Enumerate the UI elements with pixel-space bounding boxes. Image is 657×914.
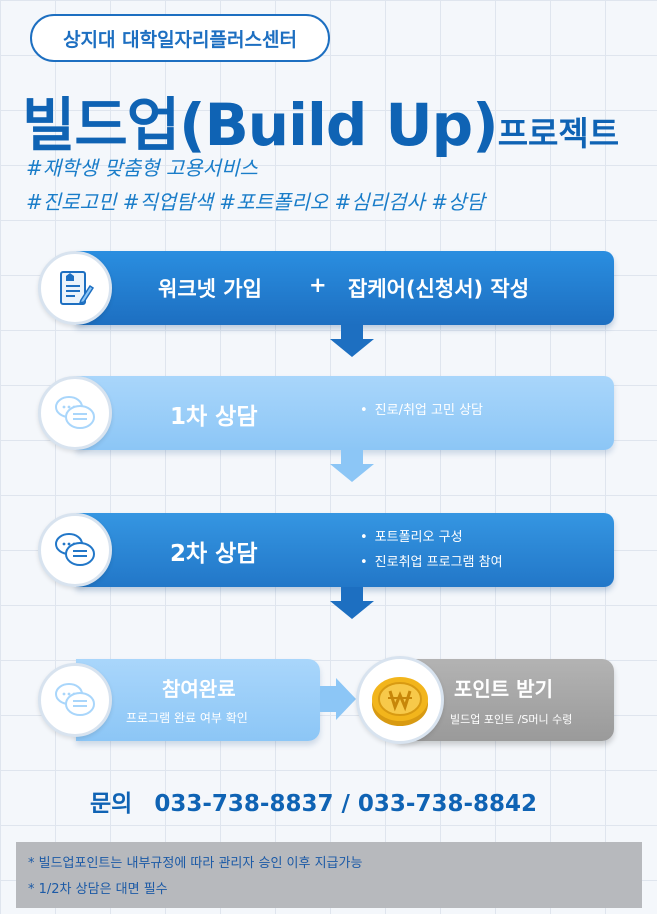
flow-arrow-2 [330, 464, 374, 482]
flow-arrow-1-stem [341, 325, 363, 339]
title-suffix: 프로젝트 [497, 114, 620, 153]
flow-arrow-right [336, 678, 356, 720]
chat-bubbles-icon [38, 513, 112, 587]
complete-title: 참여완료 [162, 677, 236, 701]
flow-arrow-2-stem [341, 450, 363, 464]
flow-arrow-right-stem [320, 686, 336, 712]
second-bullet-1: 포트폴리오 구성 [360, 526, 463, 545]
signup-plus: + [309, 273, 327, 297]
chat-bubbles-icon [38, 376, 112, 450]
second-bullet-2: 진로취업 프로그램 참여 [360, 551, 503, 570]
signup-part1: 워크넷 가입 [158, 277, 262, 301]
signup-part2: 잡케어(신청서) 작성 [348, 277, 530, 301]
note-1: * 빌드업포인트는 내부규정에 따라 관리자 승인 이후 지급가능 [28, 856, 363, 871]
title-main: 빌드업(Build Up) [22, 91, 499, 159]
first-title: 1차 상담 [170, 404, 258, 430]
step-complete-banner: 참여완료 프로그램 완료 여부 확인 [76, 659, 320, 741]
coin-icon [356, 656, 444, 744]
flow-arrow-3-stem [341, 587, 363, 601]
contact-numbers: 033-738-8837 / 033-738-8842 [154, 791, 538, 817]
step-second-banner: 2차 상담 포트폴리오 구성 진로취업 프로그램 참여 [76, 513, 614, 587]
contact-label: 문의 [90, 791, 133, 817]
footer-notes: * 빌드업포인트는 내부규정에 따라 관리자 승인 이후 지급가능 * 1/2차… [16, 842, 642, 908]
note-2: * 1/2차 상담은 대면 필수 [28, 882, 168, 897]
flow-arrow-3 [330, 601, 374, 619]
page-title: 빌드업(Build Up)프로젝트 [22, 78, 642, 162]
document-pen-icon [38, 251, 112, 325]
contact-line: 문의 033-738-8837 / 033-738-8842 [90, 784, 537, 818]
complete-subtitle: 프로그램 완료 여부 확인 [126, 711, 248, 725]
chat-bubbles-icon [38, 663, 112, 737]
first-bullet-1: 진로/취업 고민 상담 [360, 399, 483, 418]
points-title: 포인트 받기 [454, 677, 553, 701]
center-name-badge: 상지대 대학일자리플러스센터 [30, 14, 330, 62]
flow-arrow-1 [330, 339, 374, 357]
step-first-banner: 1차 상담 진로/취업 고민 상담 [76, 376, 614, 450]
hashtag-line-1: #재학생 맞춤형 고용서비스 [26, 156, 258, 180]
second-title: 2차 상담 [170, 541, 258, 567]
center-name-text: 상지대 대학일자리플러스센터 [63, 28, 297, 51]
points-subtitle: 빌드업 포인트 /S머니 수령 [450, 713, 573, 726]
step-signup-banner: 워크넷 가입 + 잡케어(신청서) 작성 [76, 251, 614, 325]
hashtag-line-2: #진로고민 #직업탐색 #포트폴리오 #심리검사 #상담 [26, 190, 485, 214]
